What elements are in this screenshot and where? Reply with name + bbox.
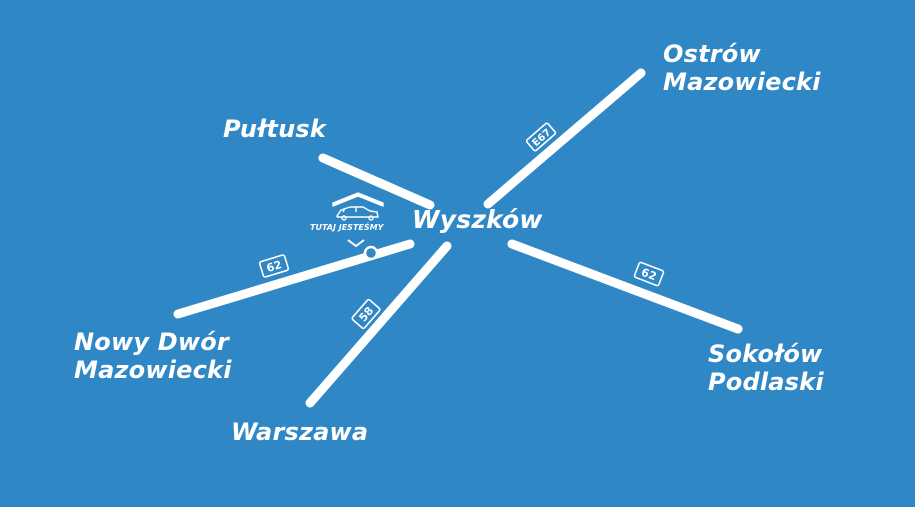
location-pin-dot [363, 245, 379, 261]
road-shield-62-east: 62 [633, 261, 665, 287]
city-nowy-dwor-line-1: Nowy Dwór [74, 328, 229, 356]
road-to-sokolow-podlaski [507, 239, 743, 334]
road-to-pultusk [318, 153, 435, 210]
road-shield-62-west-label: 62 [265, 258, 283, 275]
road-shield-58: 58 [351, 298, 381, 330]
road-shield-62-west: 62 [258, 254, 290, 278]
city-pultusk: Pułtusk [223, 115, 326, 143]
location-marker-label: TUTAJ JESTEŚMY [310, 223, 384, 232]
city-ostrow-mazowiecki: Ostrów Mazowiecki [663, 40, 821, 96]
city-ostrow-line-2: Mazowiecki [663, 68, 821, 96]
car-garage-icon [332, 192, 384, 221]
city-wyszkow: Wyszków [412, 206, 543, 234]
city-sokolow-podlaski: Sokołów Podlaski [708, 340, 824, 396]
city-sokolow-line-2: Podlaski [708, 368, 824, 396]
city-nowy-dwor-line-2: Mazowiecki [74, 356, 232, 384]
city-pultusk-line-1: Pułtusk [223, 115, 327, 143]
road-to-warszawa [305, 241, 452, 408]
city-sokolow-line-1: Sokołów [708, 340, 823, 368]
city-nowy-dwor-mazowiecki: Nowy Dwór Mazowiecki [74, 328, 232, 384]
road-shield-62-east-label: 62 [639, 266, 658, 284]
road-to-ostrow-mazowiecki [483, 68, 646, 209]
city-warszawa-line-1: Warszawa [231, 418, 369, 446]
city-ostrow-line-1: Ostrów [663, 40, 761, 68]
location-pointer-chevron [347, 239, 365, 248]
city-warszawa: Warszawa [231, 418, 368, 446]
city-wyszkow-name: Wyszków [412, 205, 543, 234]
